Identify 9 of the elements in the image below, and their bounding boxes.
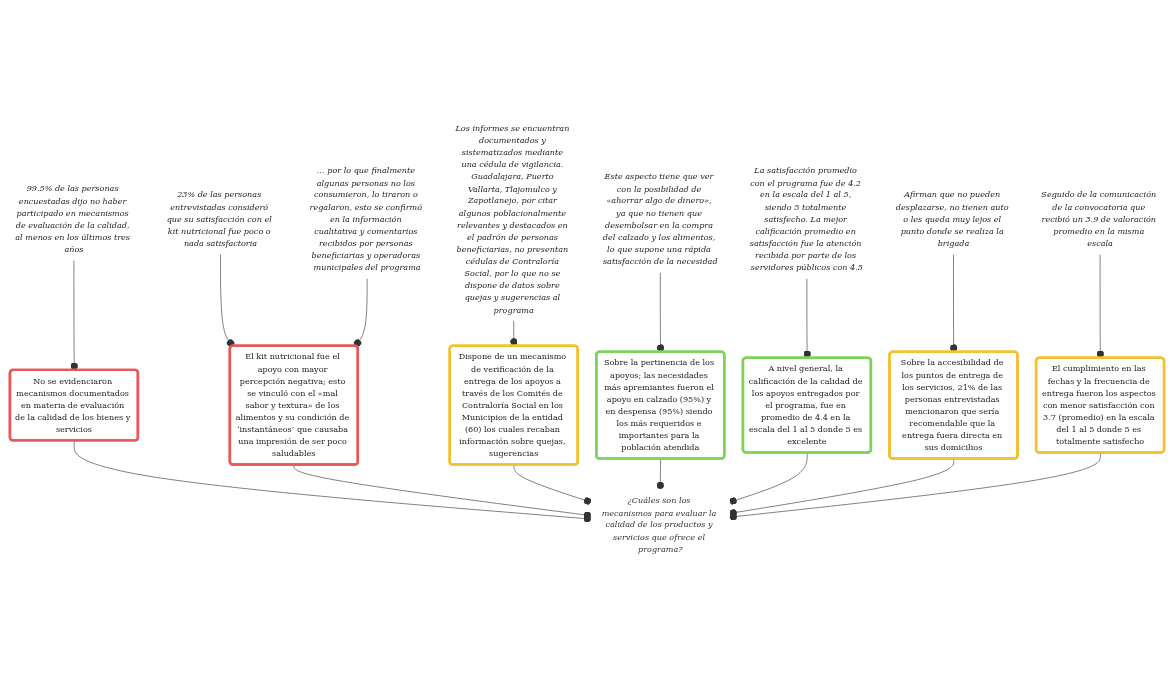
node-text: 99.5% de las personas encuestadas dijo no haber participado en mecanismos de evaluación de la calidad, al menos en los últimos tres años — [15, 183, 131, 254]
node-text: La satisfacción promedio con el programa fue de 4.2 en la escala del 1 al 5, siendo 5 totalmente satisfecho. La mejor calificación promedio en satisfacción fue la atención recibida por parte de los servidores públicos con 4.5 — [749, 165, 863, 272]
node-text: Los informes se encuentran documentados y sistematizados mediante una cédula de vigilancia. Guadalajara, Puerto Vallarta, Tlajomulco y Zapotlanejo, por citar algunos poblacionalmente relevantes y destacados en el padrón de personas beneficiarias, no presentan cédulas de Contraloría Social, por lo que no se dispone de datos sobre quejas y sugerencias al programa — [455, 123, 570, 315]
node-text: ¿Cuáles son los mecanismos para evaluar la calidad de los productos y servicios que ofrece el programa? — [601, 495, 717, 554]
node-text: … por lo que finalmente algunas personas no los consumieron, lo tiraron o regalaron, esto se confirmó en la información cualitativa y comentarios recibidos por personas beneficiarias y operadoras municipales del programa — [309, 165, 423, 272]
node-text: 23% de las personas entrevistadas consideró que su satisfacción con el kit nutricional fue poco o nada satisfactoria — [166, 189, 272, 248]
node-text: Este aspecto tiene que ver con la posibilidad de «ahorrar algo de dinero», ya que no tienen que desembolsar en la compra del calzado y los alimentos, lo que supone una rápida satisfacción de la necesidad — [602, 171, 718, 266]
node-text: Seguido de la comunicación de la convocatoria que recibió un 3.9 de valoración promedio en la misma escala — [1041, 189, 1157, 248]
node-text: Afirman que no pueden desplazarse, no tienen auto o les queda muy lejos el punto donde se realiza la brigada — [895, 189, 1009, 248]
